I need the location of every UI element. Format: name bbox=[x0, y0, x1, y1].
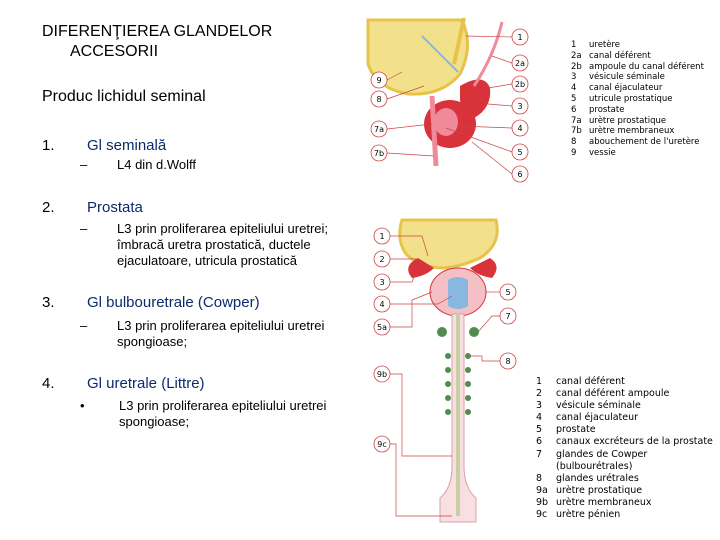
title-line-1: DIFERENŢIEREA GLANDELOR bbox=[42, 23, 273, 40]
label-text: 8 bbox=[505, 357, 510, 366]
label-text: 5a bbox=[377, 323, 387, 332]
cowper-gland-right-shape bbox=[469, 327, 479, 337]
slide-subtitle: Produc lichidul seminal bbox=[42, 88, 206, 105]
item-1-text: L4 din d.Wolff bbox=[117, 157, 197, 172]
item-3-bullet: – bbox=[80, 318, 88, 333]
top-right-labels: 1 2a 2b 3 4 5 6 bbox=[511, 28, 529, 183]
label-text: 9 bbox=[376, 76, 381, 85]
item-3-number: 3. bbox=[42, 294, 55, 311]
item-1-heading: Gl seminală bbox=[87, 137, 167, 154]
label-text: 5 bbox=[517, 148, 522, 157]
bottom-gland-diagram: 1 2 3 4 5a 9b 9c 5 7 8 bbox=[362, 216, 530, 526]
item-2-text-line: L3 prin proliferarea epiteliului uretrei… bbox=[117, 221, 329, 236]
item-4-text-line: spongioase; bbox=[119, 414, 190, 429]
item-4-text-line: L3 prin proliferarea epiteliului uretrei bbox=[119, 398, 327, 413]
item-3-text-line: L3 prin proliferarea epiteliului uretrei bbox=[117, 318, 325, 333]
item-2-number: 2. bbox=[42, 199, 55, 216]
label-text: 6 bbox=[517, 170, 522, 179]
label-text: 4 bbox=[517, 124, 522, 133]
label-text: 2b bbox=[515, 80, 525, 89]
bottom-leader-lines bbox=[390, 235, 500, 517]
label-text: 4 bbox=[379, 300, 384, 309]
item-2-text-line: îmbracă uretra prostatică, ductele bbox=[117, 237, 311, 252]
label-text: 3 bbox=[379, 278, 384, 287]
top-left-labels: 9 8 7a 7b bbox=[370, 71, 388, 162]
label-text: 5 bbox=[505, 288, 510, 297]
label-text: 9c bbox=[377, 440, 387, 449]
urethral-glands bbox=[445, 353, 471, 415]
item-4-heading: Gl uretrale (Littre) bbox=[87, 375, 205, 392]
seminal-vesicle-left-shape bbox=[408, 258, 434, 278]
label-text: 7b bbox=[374, 149, 384, 158]
label-text: 8 bbox=[376, 95, 381, 104]
ureter-shape bbox=[452, 17, 466, 65]
label-text: 2a bbox=[515, 59, 525, 68]
legend-row: (bulbourétrales) bbox=[556, 460, 633, 472]
item-4-text: L3 prin proliferarea epiteliului uretrei… bbox=[119, 398, 326, 430]
label-text: 7a bbox=[374, 125, 384, 134]
item-2-text-line: ejaculatoare, utricula prostatică bbox=[117, 253, 297, 268]
label-text: 1 bbox=[379, 232, 384, 241]
prostate-inner-shape bbox=[434, 108, 458, 136]
top-gland-diagram: 9 8 7a 7b 1 2a 2b 3 4 5 6 bbox=[362, 16, 542, 188]
title-line-2: ACCESORII bbox=[70, 43, 159, 60]
bottom-left-labels: 1 2 3 4 5a 9b 9c bbox=[373, 227, 391, 453]
urethra-shape bbox=[429, 95, 439, 167]
seminal-vesicle-right-shape bbox=[470, 258, 497, 278]
vas-deferens-shape bbox=[472, 21, 504, 87]
item-3-text: L3 prin proliferarea epiteliului uretrei… bbox=[117, 318, 324, 350]
item-3-heading: Gl bulbouretrale (Cowper) bbox=[87, 294, 260, 311]
item-4-number: 4. bbox=[42, 375, 55, 392]
label-text: 7 bbox=[505, 312, 510, 321]
item-1-number: 1. bbox=[42, 137, 55, 154]
bladder-shape bbox=[398, 218, 499, 270]
label-text: 1 bbox=[517, 33, 522, 42]
top-leader-lines bbox=[386, 35, 513, 175]
label-text: 9b bbox=[377, 370, 387, 379]
duct-shape bbox=[421, 35, 459, 73]
label-text: 2 bbox=[379, 255, 384, 264]
item-2-heading: Prostata bbox=[87, 199, 143, 216]
cowper-gland-left-shape bbox=[437, 327, 447, 337]
item-3-text-line: spongioase; bbox=[117, 334, 188, 349]
prostate-duct-shape bbox=[448, 277, 468, 309]
item-4-bullet: • bbox=[80, 398, 85, 413]
item-2-text: L3 prin proliferarea epiteliului uretrei… bbox=[117, 221, 328, 269]
slide-title: DIFERENŢIEREA GLANDELOR ACCESORII bbox=[42, 22, 272, 62]
label-text: 3 bbox=[517, 102, 522, 111]
item-2-bullet: – bbox=[80, 221, 88, 236]
item-1-bullet: – bbox=[80, 157, 88, 172]
